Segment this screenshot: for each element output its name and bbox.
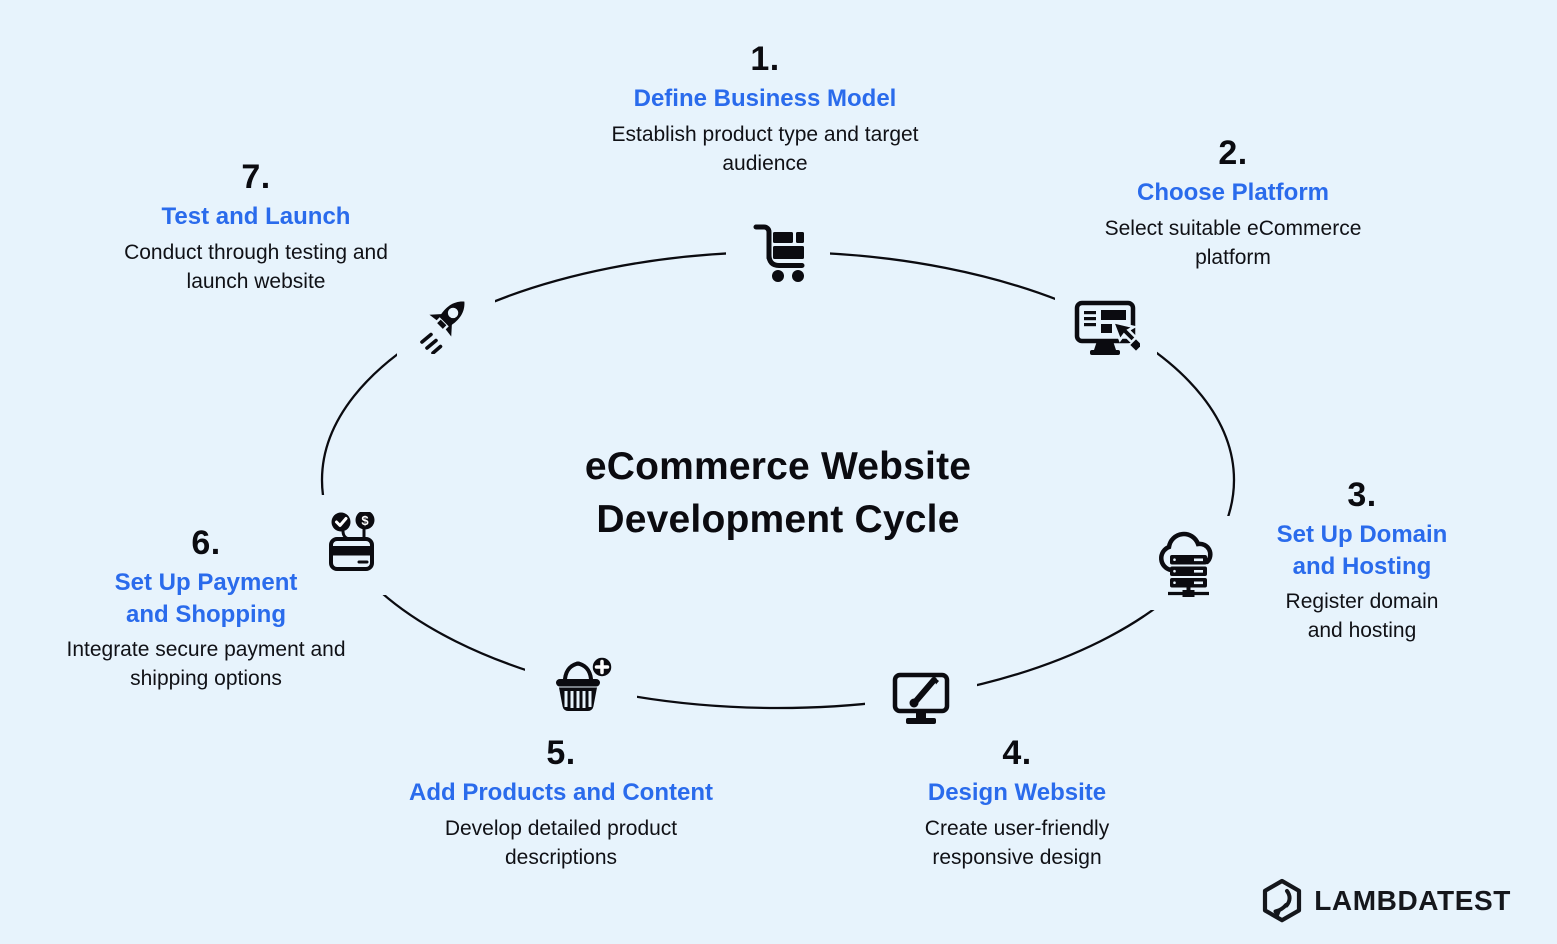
step-number: 2. xyxy=(1218,134,1248,172)
step-number: 5. xyxy=(546,734,576,772)
step-3-set-up-domain-and-hosting: 3. Set Up Domain and Hosting Register do… xyxy=(1265,476,1460,646)
step-title: Add Products and Content xyxy=(409,779,713,807)
diagram-title: eCommerce Website Development Cycle xyxy=(584,445,972,542)
credit-card-secure-icon: $ xyxy=(301,495,399,595)
monitor-paintbrush-icon xyxy=(865,658,977,740)
rocket-icon xyxy=(397,279,495,367)
step-title: Design Website xyxy=(927,779,1107,807)
step-7-test-and-launch: 7. Test and Launch Conduct through testi… xyxy=(116,158,396,297)
step-number: 1. xyxy=(750,40,780,78)
step-6-set-up-payment-and-shopping: 6. Set Up Payment and Shopping Integrate… xyxy=(64,524,349,694)
basket-add-icon xyxy=(525,645,637,733)
step-number: 6. xyxy=(191,524,221,562)
lambdatest-logo: LAMBDATEST xyxy=(1260,878,1511,924)
step-title: Test and Launch xyxy=(161,203,351,231)
step-description: Register domain and hosting xyxy=(1285,590,1439,643)
lambdatest-logo-text: LAMBDATEST xyxy=(1314,885,1511,916)
step-5-add-products-and-content: 5. Add Products and Content Develop deta… xyxy=(409,734,713,873)
svg-text:$: $ xyxy=(361,513,369,528)
step-number: 7. xyxy=(241,158,271,196)
step-title: Set Up Domain and Hosting xyxy=(1276,521,1448,580)
step-1-define-business-model: 1. Define Business Model Establish produ… xyxy=(610,40,920,179)
shopping-cart-icon xyxy=(726,217,830,289)
step-4-design-website: 4. Design Website Create user-friendly r… xyxy=(900,734,1135,873)
step-2-choose-platform: 2. Choose Platform Select suitable eComm… xyxy=(1071,134,1395,273)
monitor-click-icon xyxy=(1055,288,1157,374)
step-number: 3. xyxy=(1347,476,1377,514)
step-description: Develop detailed product descriptions xyxy=(444,816,678,869)
step-title: Choose Platform xyxy=(1136,179,1330,207)
step-description: Integrate secure payment and shipping op… xyxy=(66,638,346,691)
step-description: Conduct through testing and launch websi… xyxy=(124,240,388,293)
step-title: Set Up Payment and Shopping xyxy=(114,569,298,628)
lambdatest-logo-icon xyxy=(1263,878,1302,923)
step-description: Create user-friendly responsive design xyxy=(924,816,1110,869)
step-description: Select suitable eCommerce platform xyxy=(1104,216,1362,269)
step-number: 4. xyxy=(1002,734,1032,772)
step-title: Define Business Model xyxy=(633,85,897,113)
cloud-server-icon xyxy=(1138,516,1240,610)
step-description: Establish product type and target audien… xyxy=(611,122,919,175)
